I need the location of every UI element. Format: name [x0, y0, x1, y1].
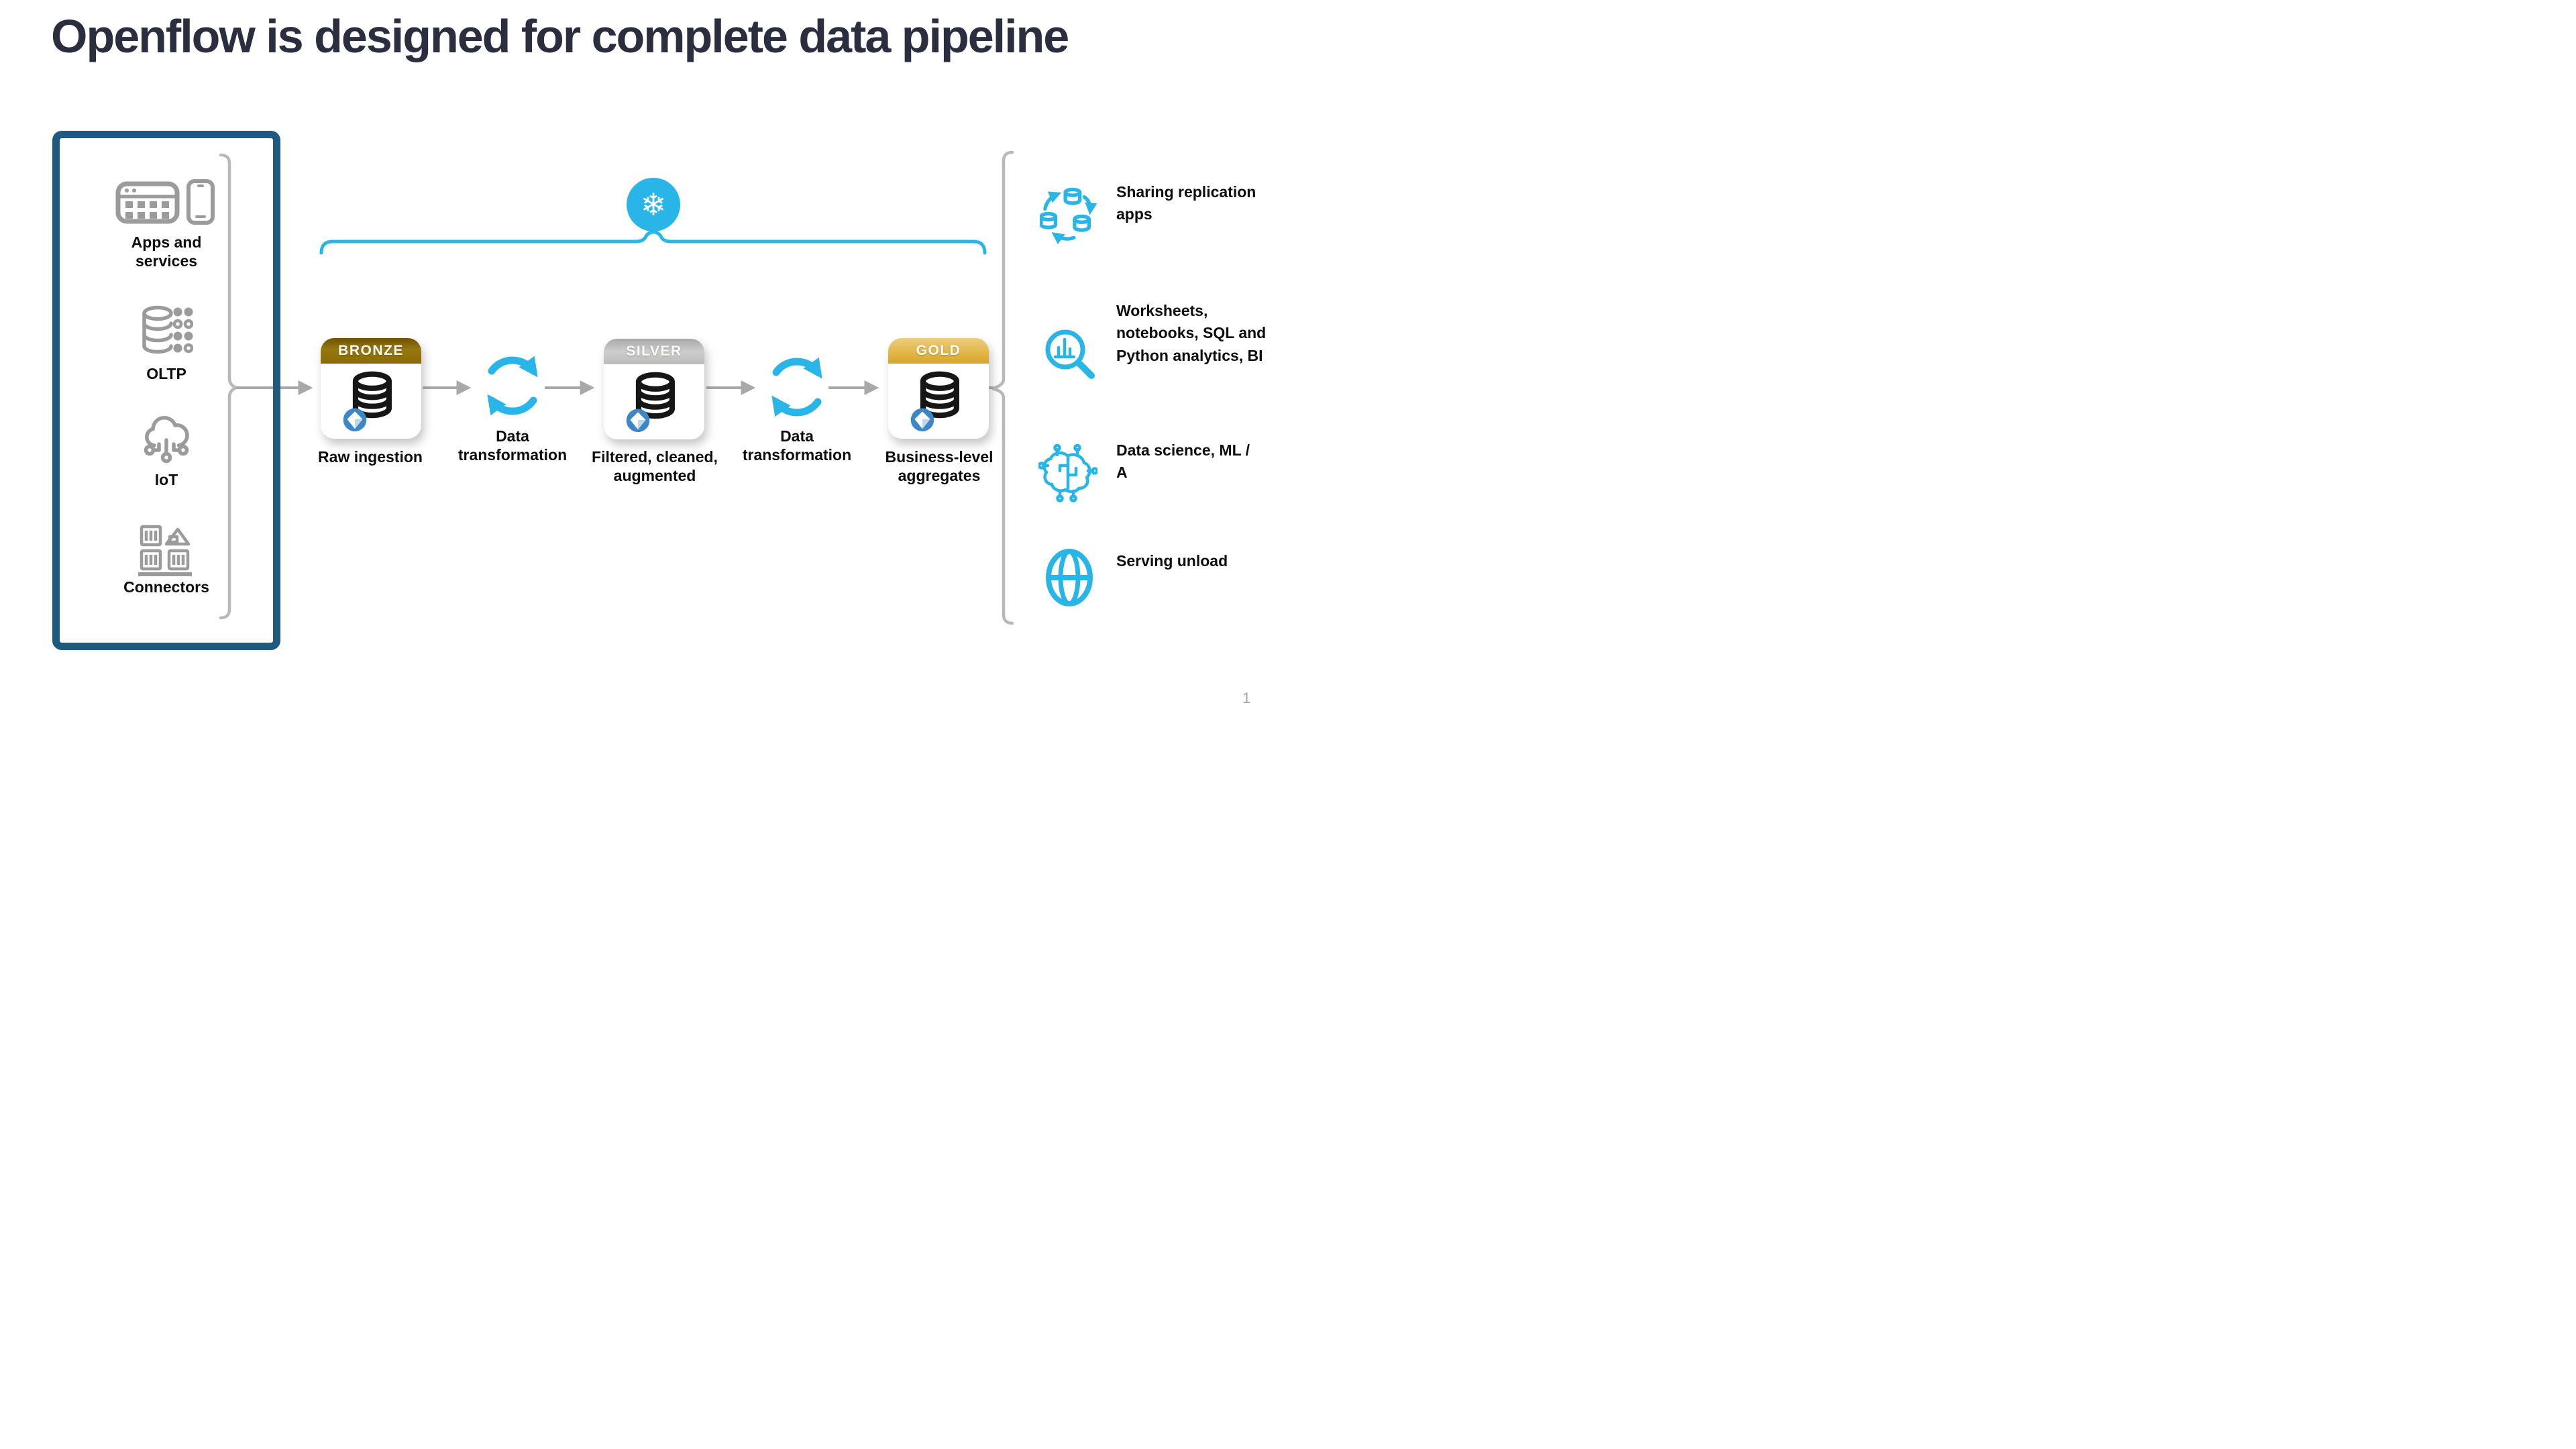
page-number: 1 — [1242, 690, 1251, 706]
output-label-worksheets: Worksheets, notebooks, SQL and Python an… — [1116, 302, 1267, 364]
oltp-database-icon — [142, 305, 193, 354]
transformation-label-1: Data transformation — [458, 427, 568, 464]
stage-card-bronze: BRONZE — [321, 338, 421, 439]
stage-label-gold: Business-level aggregates — [885, 448, 994, 484]
source-label-iot: IoT — [154, 471, 178, 488]
magnifier-analytics-icon — [1045, 329, 1095, 379]
stage-card-silver: SILVER — [604, 339, 704, 439]
snowflake-span-brace — [319, 230, 987, 255]
stage-label-silver: Filtered, cleaned, augmented — [592, 448, 718, 484]
output-label-datascience: Data science, ML / A — [1116, 441, 1250, 482]
silver-header: SILVER — [604, 339, 704, 364]
slide: Openflow is designed for complete data p… — [0, 0, 1288, 724]
database-stack-iceberg-icon — [910, 371, 959, 432]
globe-icon — [1046, 549, 1093, 606]
sources-panel — [52, 131, 280, 650]
brain-circuit-icon — [1038, 444, 1097, 502]
snowflake-logo: ❄ — [627, 178, 680, 231]
page-title: Openflow is designed for complete data p… — [51, 10, 1069, 62]
database-stack-iceberg-icon — [626, 372, 675, 433]
outputs-group-brace — [991, 150, 1014, 625]
stage-card-gold: GOLD — [888, 338, 989, 439]
replication-databases-icon — [1040, 187, 1097, 245]
source-label-connectors: Connectors — [123, 578, 209, 596]
connectors-containers-icon — [138, 525, 192, 576]
connector-overlay — [219, 150, 1014, 625]
cycle-arrows-icon — [487, 356, 538, 416]
stage-label-bronze: Raw ingestion — [318, 448, 423, 466]
iot-cloud-icon — [144, 416, 189, 464]
apps-and-services-icon — [115, 179, 215, 225]
bronze-header: BRONZE — [321, 338, 421, 364]
output-label-serving: Serving unload — [1116, 552, 1228, 570]
transformation-label-2: Data transformation — [742, 427, 852, 464]
database-stack-iceberg-icon — [343, 371, 392, 432]
gold-header: GOLD — [888, 338, 989, 364]
snowflake-glyph: ❄ — [640, 186, 667, 223]
source-label-oltp: OLTP — [146, 365, 186, 382]
source-label-apps: Apps and services — [131, 233, 202, 270]
output-label-sharing: Sharing replication apps — [1116, 183, 1256, 223]
cycle-arrows-icon — [771, 357, 822, 417]
